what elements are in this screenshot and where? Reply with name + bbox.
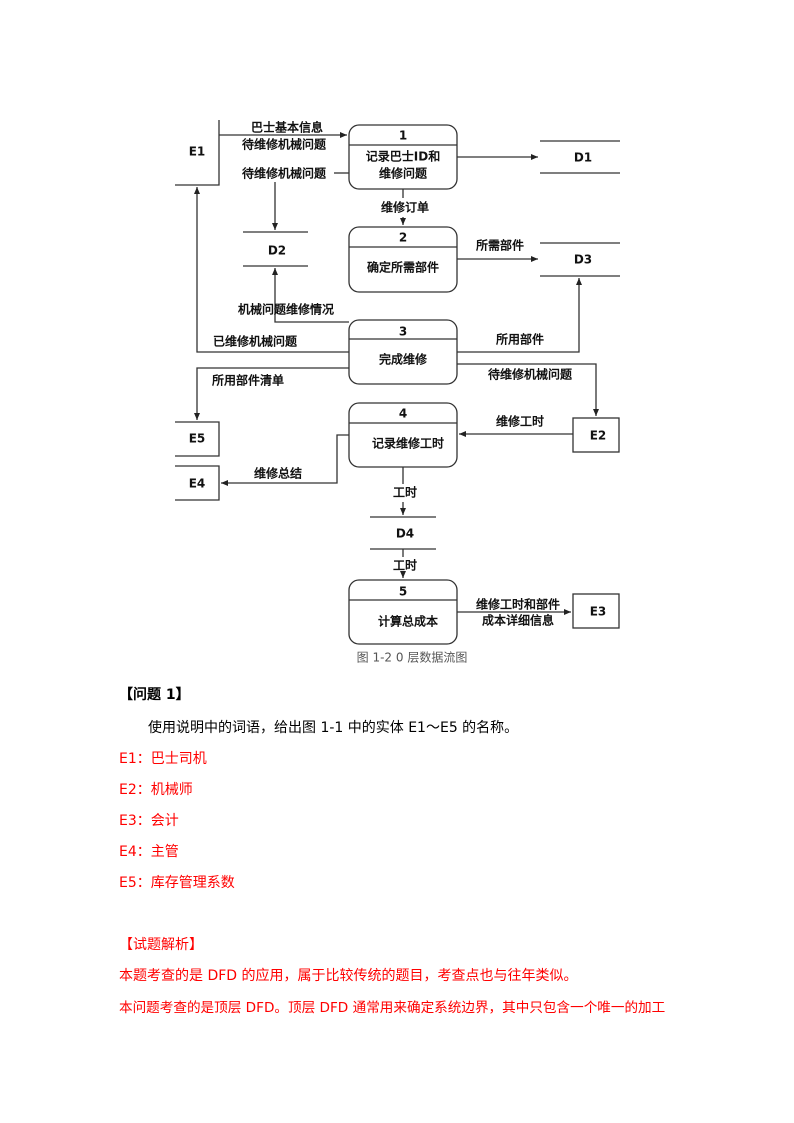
process-3: 3 完成维修 (348, 319, 458, 385)
svg-text:1: 1 (399, 129, 407, 143)
svg-text:3: 3 (399, 325, 407, 339)
flow-label: 工时 (393, 485, 417, 500)
svg-text:记录巴士ID和: 记录巴士ID和 (366, 149, 440, 164)
flow-label: 所需部件 (476, 238, 524, 253)
svg-text:E2: E2 (590, 429, 607, 443)
svg-text:确定所需部件: 确定所需部件 (367, 260, 439, 275)
question-heading: 【问题 1】 (119, 687, 190, 703)
question-prompt: 使用说明中的词语，给出图 1-1 中的实体 E1～E5 的名称。 (148, 720, 519, 736)
flow-label: 待维修机械问题 (488, 367, 573, 382)
answer-e4: E4：主管 (119, 844, 179, 860)
svg-text:2: 2 (399, 231, 407, 245)
process-2: 2 确定所需部件 (348, 226, 458, 293)
flow-label: 工时 (393, 558, 417, 573)
process-1: 1 记录巴士ID和 维修问题 (348, 124, 458, 190)
svg-text:4: 4 (399, 407, 407, 421)
flow-label: 所用部件清单 (212, 373, 284, 388)
flow-label: 机械问题维修情况 (238, 302, 334, 317)
process-4: 4 记录维修工时 (348, 402, 458, 468)
analysis-line: 本问题考查的是顶层 DFD。顶层 DFD 通常用来确定系统边界，其中只包含一个唯… (119, 1000, 666, 1016)
answer-e3: E3：会计 (119, 813, 179, 829)
flow-label: 巴士基本信息 (251, 120, 323, 135)
svg-text:E1: E1 (189, 145, 206, 159)
svg-text:D3: D3 (574, 253, 592, 267)
store-d3: D3 (540, 242, 620, 277)
svg-text:计算总成本: 计算总成本 (378, 614, 438, 629)
svg-text:E5: E5 (189, 432, 206, 446)
svg-text:D2: D2 (268, 244, 286, 258)
entity-e3: E3 (572, 593, 620, 629)
flow-label: 待维修机械问题 (242, 166, 327, 181)
store-d2: D2 (243, 231, 308, 267)
svg-text:5: 5 (399, 585, 407, 599)
answer-e5: E5：库存管理系数 (119, 875, 235, 891)
flow-label: 待维修机械问题 (242, 137, 327, 152)
svg-text:记录维修工时: 记录维修工时 (372, 436, 444, 451)
entity-e4: E4 (175, 465, 220, 501)
svg-text:E3: E3 (590, 605, 607, 619)
figure-caption: 图 1-2 0 层数据流图 (357, 650, 468, 665)
store-d4: D4 (370, 516, 436, 550)
store-d1: D1 (540, 140, 620, 174)
flow-label: 所用部件 (496, 332, 544, 347)
flow-label: 维修工时和部件 (476, 597, 560, 612)
svg-text:完成维修: 完成维修 (379, 352, 428, 367)
analysis-line: 本题考查的是 DFD 的应用，属于比较传统的题目，考查点也与往年类似。 (119, 968, 578, 984)
entity-e5: E5 (175, 421, 220, 457)
flow-label: 成本详细信息 (482, 613, 554, 628)
svg-text:E4: E4 (189, 477, 206, 491)
flow-label: 已维修机械问题 (213, 334, 298, 349)
svg-text:D1: D1 (574, 151, 592, 165)
entity-e2: E2 (572, 417, 620, 453)
answer-e1: E1：巴士司机 (119, 751, 207, 767)
flow-label: 维修总结 (254, 466, 302, 481)
svg-text:D4: D4 (396, 527, 414, 541)
data-flow-diagram: E1 巴士基本信息 待维修机械问题 1 记录巴士ID和 维修问题 待维修机械问题… (175, 120, 620, 665)
svg-text:维修问题: 维修问题 (379, 166, 428, 181)
flow-label: 维修工时 (496, 414, 544, 429)
process-5: 5 计算总成本 (348, 579, 458, 645)
analysis-heading: 【试题解析】 (119, 937, 203, 953)
answer-e2: E2：机械师 (119, 782, 193, 798)
flow-label: 维修订单 (381, 200, 429, 215)
entity-e1: E1 (175, 120, 220, 186)
